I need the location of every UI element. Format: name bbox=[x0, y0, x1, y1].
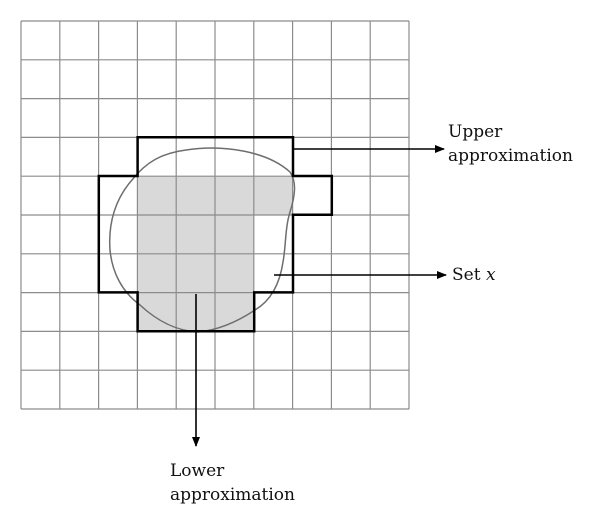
set-label-variable: x bbox=[485, 265, 496, 285]
lower-approximation-cell bbox=[137, 253, 177, 293]
set-label-prefix: Set bbox=[452, 265, 486, 285]
lower-approximation-cell bbox=[215, 176, 254, 215]
set-x-boundary bbox=[108, 147, 296, 333]
lower-label-line2: approximation bbox=[170, 485, 295, 505]
lower-approximation-cell bbox=[137, 215, 177, 254]
lower-approximation-cell bbox=[215, 253, 254, 293]
lower-approximation-label: Lower approximation bbox=[170, 459, 295, 507]
lower-approximation-region bbox=[137, 176, 293, 332]
upper-label-line1: Upper bbox=[448, 122, 503, 142]
lower-approximation-cell bbox=[137, 176, 177, 215]
lower-approximation-cell bbox=[176, 215, 215, 254]
set-x-label: Set x bbox=[452, 263, 496, 287]
upper-approximation-boundary bbox=[97, 135, 334, 333]
lower-approximation-cell bbox=[176, 253, 215, 293]
lower-approximation-cell bbox=[253, 176, 293, 215]
lower-approximation-cell bbox=[176, 176, 215, 215]
grid bbox=[20, 20, 410, 410]
upper-label-line2: approximation bbox=[448, 146, 573, 166]
upper-approximation-label: Upper approximation bbox=[448, 120, 573, 168]
lower-approximation-cell bbox=[215, 215, 254, 254]
lower-label-line1: Lower bbox=[170, 461, 225, 481]
lower-approximation-cell bbox=[215, 292, 254, 332]
